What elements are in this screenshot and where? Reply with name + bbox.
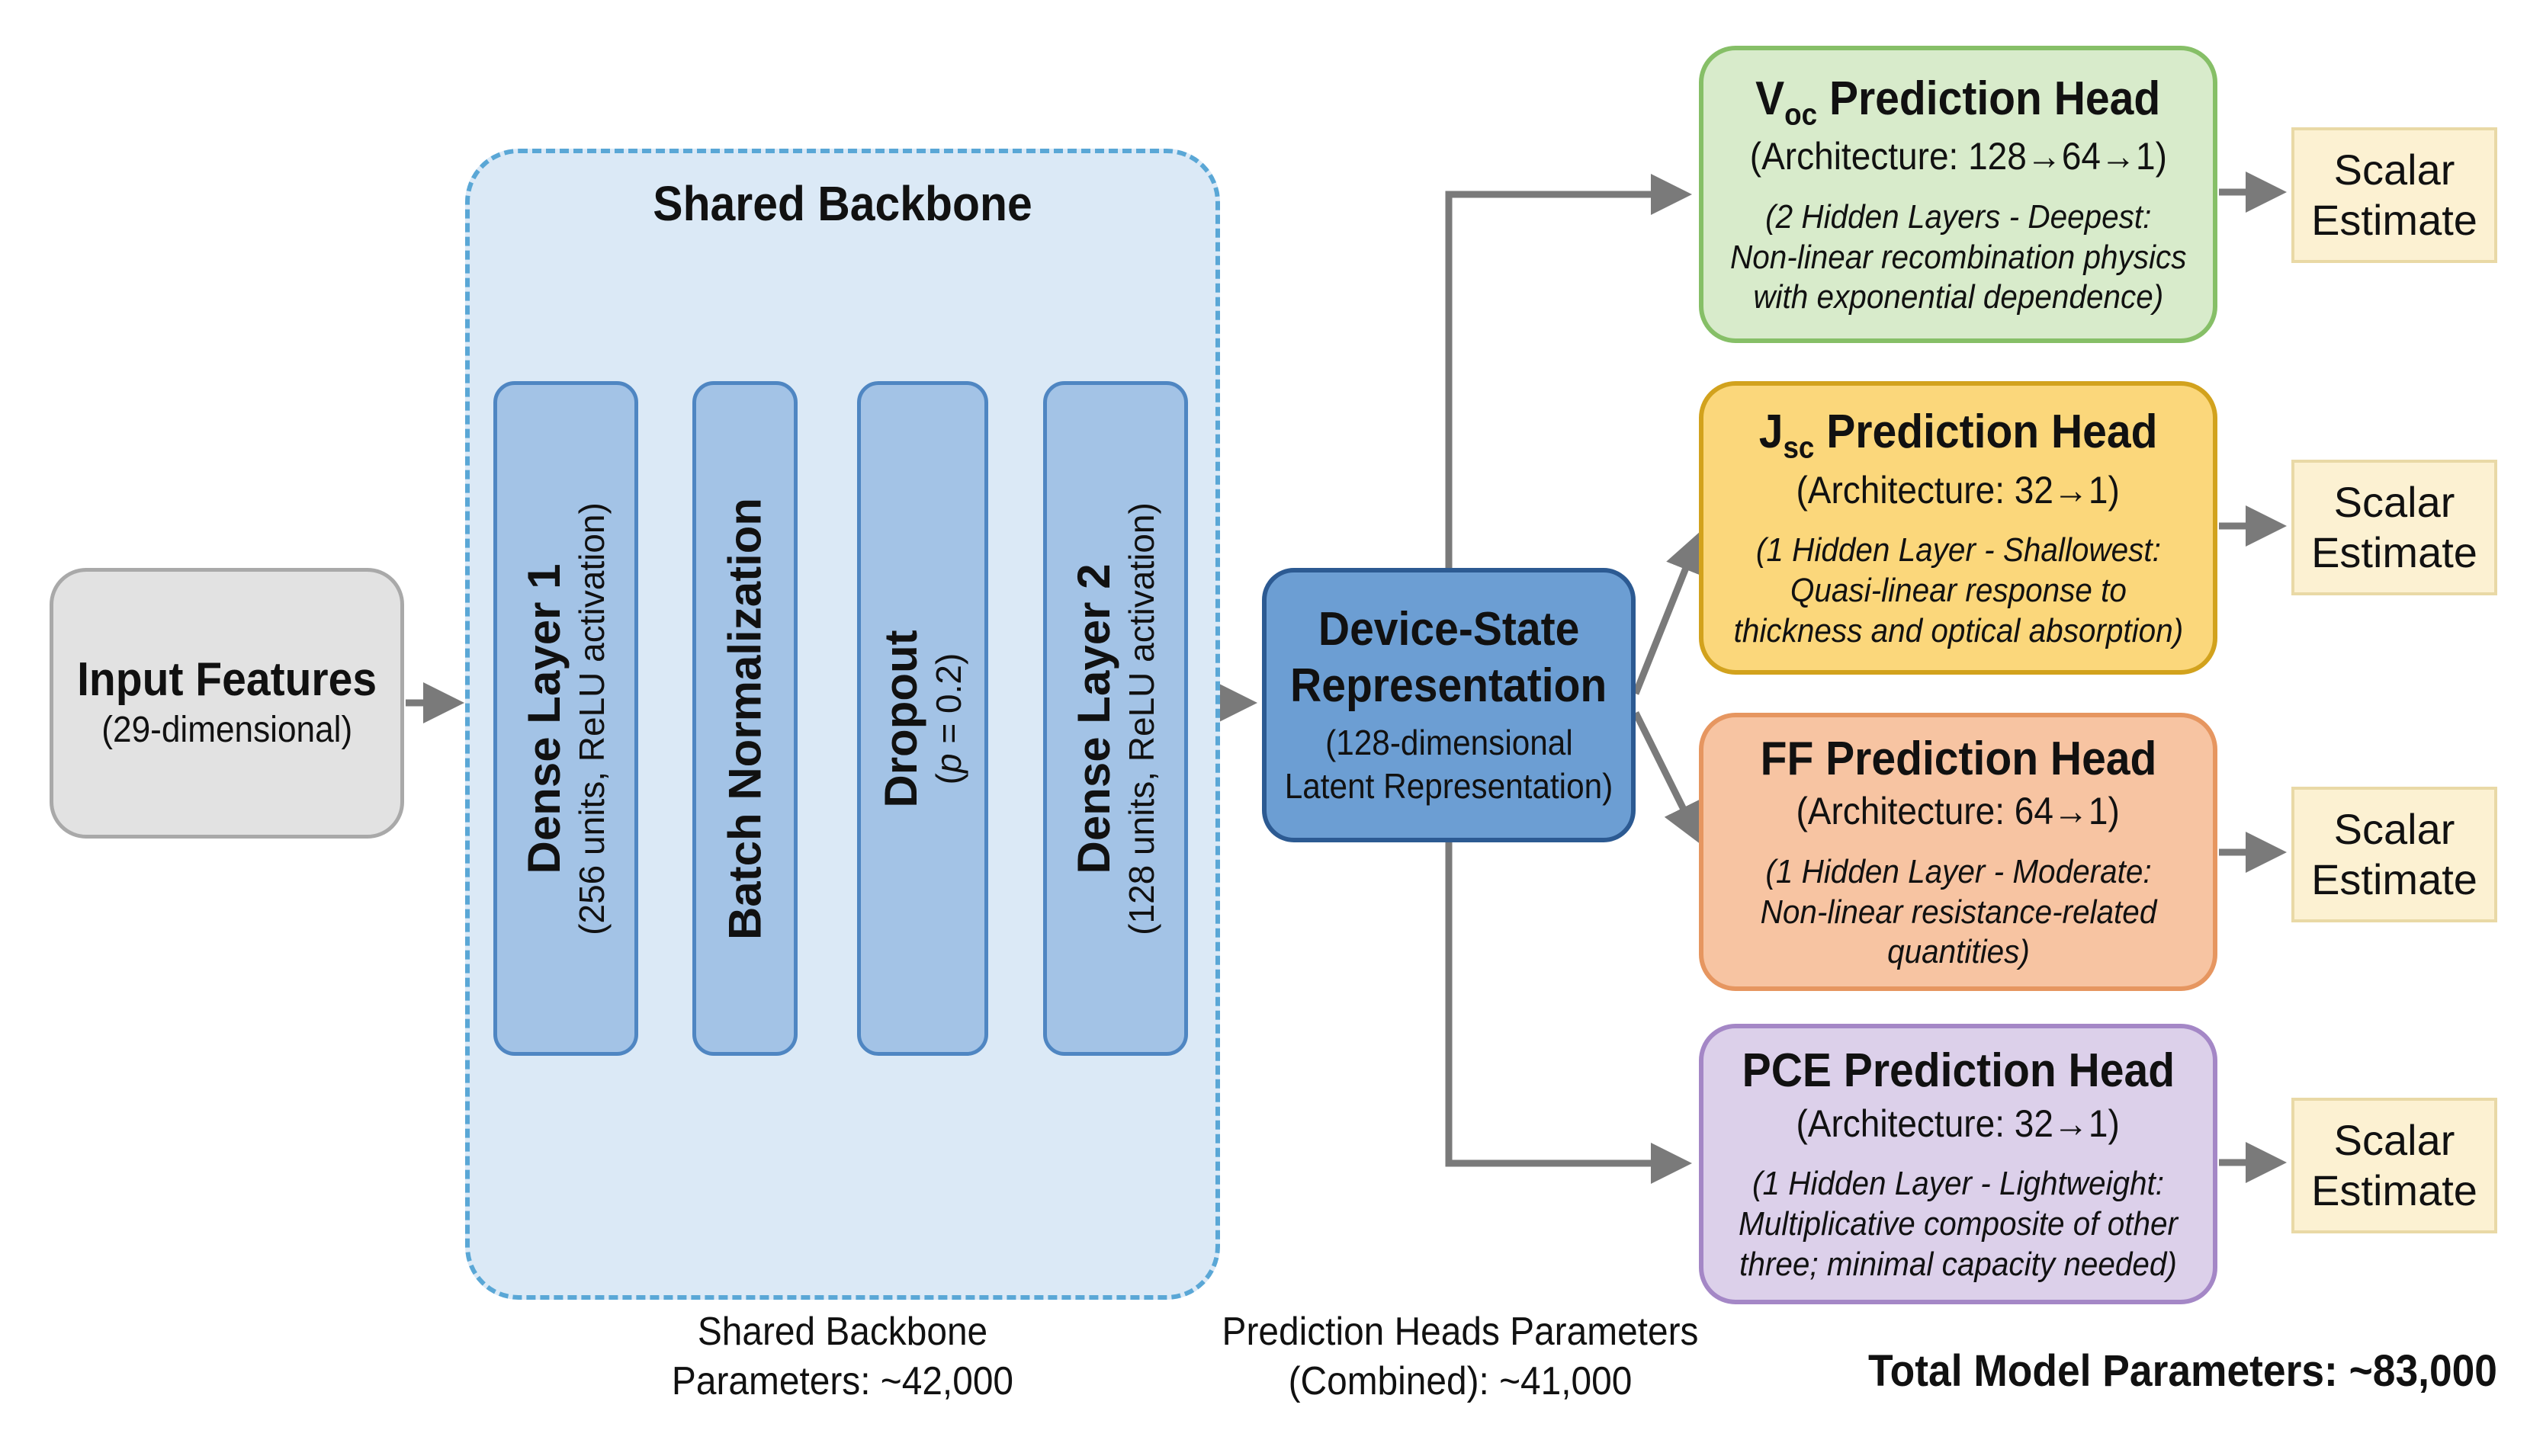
ff-head-description: (1 Hidden Layer - Moderate:Non-linear re… bbox=[1760, 852, 2156, 971]
ff-head-title: FF Prediction Head bbox=[1760, 732, 2156, 785]
input-features-title: Input Features bbox=[76, 653, 377, 706]
dense-layer-2-title: Dense Layer 2 bbox=[1068, 563, 1119, 874]
input-features-box: Input Features (29-dimensional) bbox=[50, 568, 404, 839]
jsc-head-architecture: (Architecture: 32→1) bbox=[1796, 468, 2121, 512]
pce-head-title: PCE Prediction Head bbox=[1742, 1044, 2175, 1098]
jsc-head-title: Jsc Prediction Head bbox=[1758, 406, 2158, 465]
arrow-to-voc-head bbox=[1445, 174, 1692, 568]
device-state-sub-line1: (128-dimensional bbox=[1324, 722, 1573, 762]
batch-normalization-title: Batch Normalization bbox=[719, 497, 771, 940]
dropout-subtitle: (p = 0.2) bbox=[928, 653, 968, 784]
ff-head-architecture: (Architecture: 64→1) bbox=[1796, 790, 2121, 833]
dense-layer-1-subtitle: (256 units, ReLU activation) bbox=[571, 502, 612, 935]
arrow-to-ff-head bbox=[1632, 710, 1702, 845]
device-state-sub-line2: Latent Representation) bbox=[1284, 766, 1613, 807]
dense-layer-2-subtitle: (128 units, ReLU activation) bbox=[1121, 502, 1161, 935]
device-state-title-line2: Representation bbox=[1290, 659, 1607, 712]
dropout-title: Dropout bbox=[875, 629, 926, 808]
pce-head-description: (1 Hidden Layer - Lightweight:Multiplica… bbox=[1739, 1165, 2178, 1283]
voc-head-architecture: (Architecture: 128→64→1) bbox=[1749, 135, 2167, 178]
batch-normalization-box: Batch Normalization bbox=[692, 381, 798, 1056]
dense-layer-1-title: Dense Layer 1 bbox=[518, 563, 570, 874]
jsc-prediction-head: Jsc Prediction Head (Architecture: 32→1)… bbox=[1699, 381, 2217, 675]
dense-layer-1-box: Dense Layer 1 (256 units, ReLU activatio… bbox=[493, 381, 638, 1056]
dropout-box: Dropout (p = 0.2) bbox=[857, 381, 988, 1056]
arrow-to-jsc-head bbox=[1632, 531, 1705, 695]
ff-prediction-head: FF Prediction Head (Architecture: 64→1) … bbox=[1699, 713, 2217, 991]
input-features-subtitle: (29-dimensional) bbox=[101, 709, 352, 750]
voc-head-description: (2 Hidden Layers - Deepest:Non-linear re… bbox=[1729, 197, 2187, 316]
arrow-to-pce-head bbox=[1445, 842, 1692, 1184]
jsc-head-description: (1 Hidden Layer - Shallowest:Quasi-linea… bbox=[1733, 531, 2183, 649]
voc-prediction-head: Voc Prediction Head (Architecture: 128→6… bbox=[1699, 46, 2217, 343]
device-state-title-line1: Device-State bbox=[1318, 603, 1580, 656]
pce-prediction-head: PCE Prediction Head (Architecture: 32→1)… bbox=[1699, 1024, 2217, 1304]
dense-layer-2-box: Dense Layer 2 (128 units, ReLU activatio… bbox=[1043, 381, 1188, 1056]
pce-head-architecture: (Architecture: 32→1) bbox=[1796, 1102, 2121, 1145]
shared-backbone-title: Shared Backbone bbox=[653, 176, 1032, 231]
voc-head-title: Voc Prediction Head bbox=[1755, 72, 2161, 132]
heads-params-caption: Prediction Heads Parameters(Combined): ~… bbox=[1222, 1310, 1699, 1403]
total-params-caption: Total Model Parameters: ~83,000 bbox=[1868, 1346, 2497, 1396]
device-state-representation-box: Device-State Representation (128-dimensi… bbox=[1262, 568, 1636, 842]
